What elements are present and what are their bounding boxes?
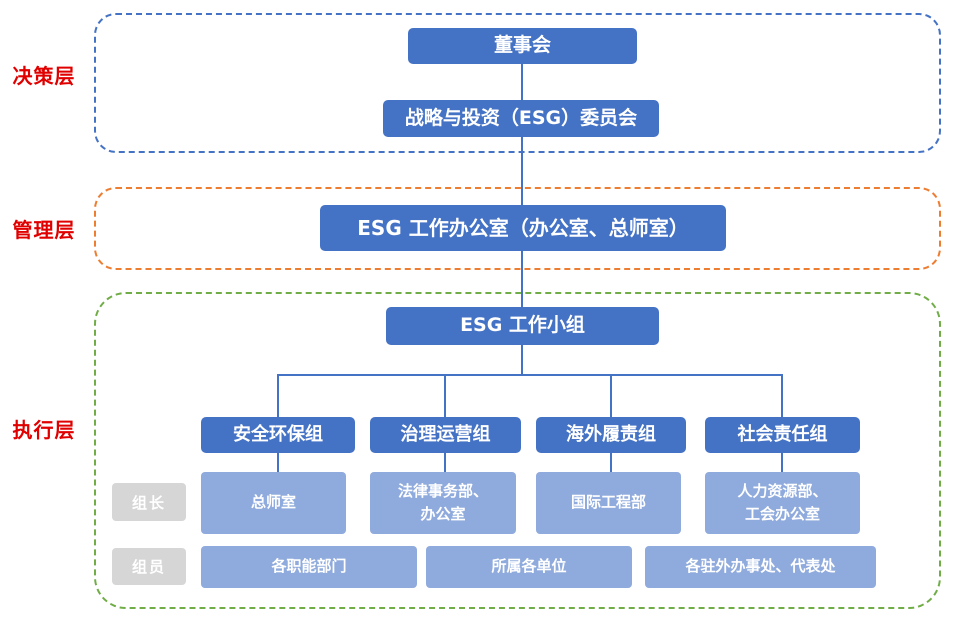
row-label-leader: 组长	[112, 483, 186, 521]
leader-node-intl-engineering: 国际工程部	[536, 472, 681, 534]
execution-layer-outline	[94, 292, 941, 609]
leader-node-hr-union-office: 人力资源部、 工会办公室	[705, 472, 860, 534]
esg-workgroup-node: ESG 工作小组	[386, 307, 659, 345]
layer-label-management: 管理层	[12, 218, 76, 242]
row-label-member: 组员	[112, 548, 186, 585]
decision-layer-outline	[94, 13, 941, 153]
group-node-governance-operations: 治理运营组	[370, 417, 521, 453]
member-node-affiliated-units: 所属各单位	[426, 546, 632, 588]
board-node: 董事会	[408, 28, 637, 64]
layer-label-execution: 执行层	[12, 418, 76, 442]
member-node-overseas-offices: 各驻外办事处、代表处	[645, 546, 876, 588]
esg-office-node: ESG 工作办公室（办公室、总师室）	[320, 205, 726, 251]
connector-drop-group-1	[277, 375, 279, 418]
group-node-overseas-responsibility: 海外履责组	[536, 417, 686, 453]
esg-committee-node: 战略与投资（ESG）委员会	[383, 100, 659, 137]
connector-drop-group-2	[444, 375, 446, 418]
connector-drop-group-4	[781, 375, 783, 418]
connector-workgroup-bus	[521, 345, 523, 376]
connector-group-leader-1	[277, 453, 279, 473]
management-layer-outline	[94, 187, 941, 270]
connector-group-leader-4	[781, 453, 783, 473]
connector-group-leader-2	[444, 453, 446, 473]
connector-committee-office	[521, 137, 523, 206]
leader-node-chief-engineer-office: 总师室	[201, 472, 346, 534]
connector-office-workgroup	[521, 251, 523, 308]
member-node-functional-departments: 各职能部门	[201, 546, 417, 588]
connector-horizontal-bus	[277, 374, 783, 376]
layer-label-decision: 决策层	[12, 64, 76, 88]
group-node-social-responsibility: 社会责任组	[705, 417, 860, 453]
connector-board-committee	[521, 64, 523, 101]
connector-drop-group-3	[610, 375, 612, 418]
group-node-safety-environment: 安全环保组	[201, 417, 355, 453]
connector-group-leader-3	[610, 453, 612, 473]
leader-node-legal-affairs-office: 法律事务部、 办公室	[370, 472, 516, 534]
